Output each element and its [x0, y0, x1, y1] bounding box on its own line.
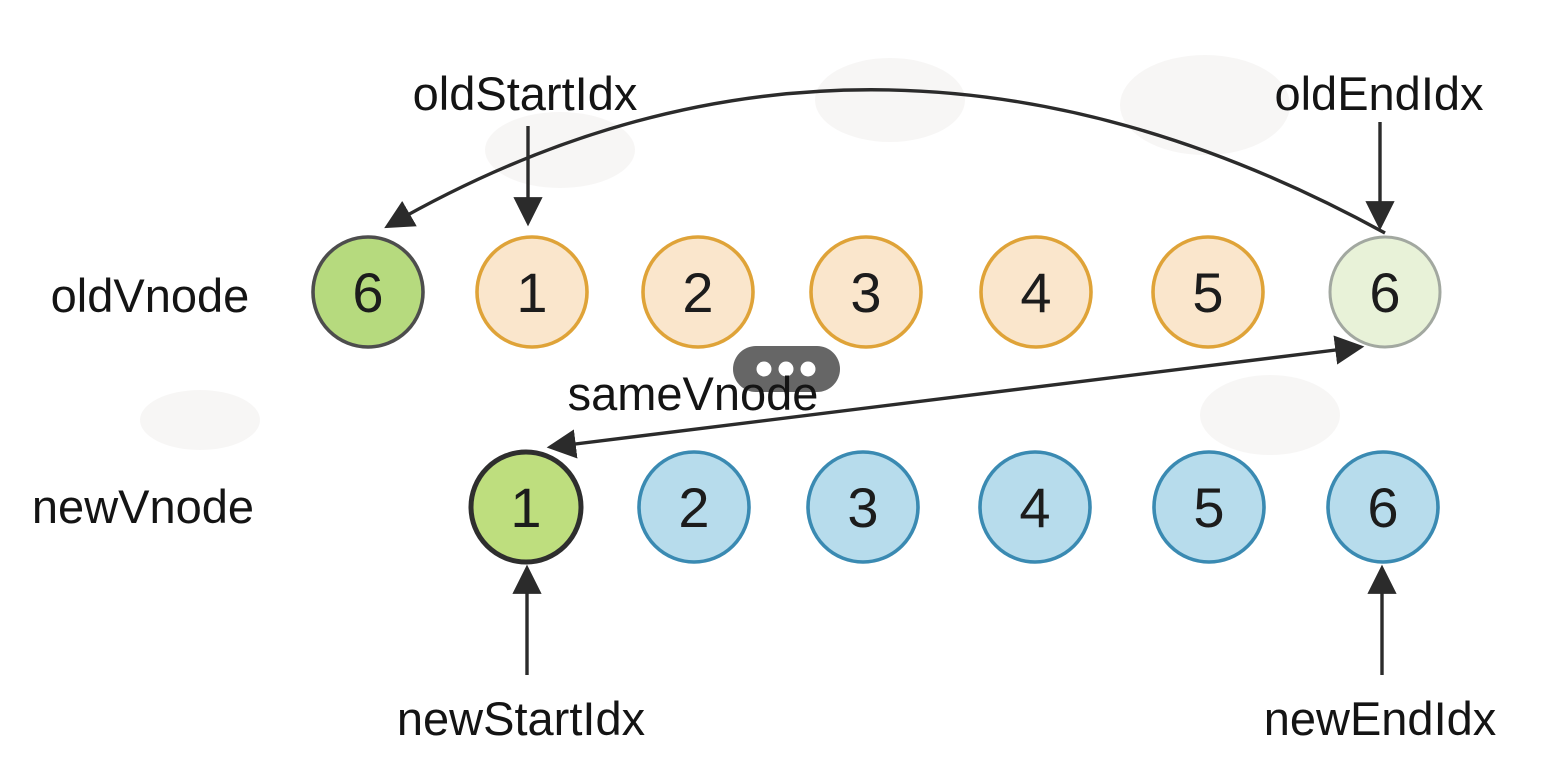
new-vnode-row: 1 2 3 4 5 6	[468, 449, 1440, 565]
same-vnode-match-arrow	[546, 335, 1365, 459]
old-node-circle	[475, 235, 589, 349]
old-node: 5	[1151, 235, 1265, 349]
new-end-idx-label: newEndIdx	[1264, 692, 1497, 745]
move-to-front-arc-arrow	[384, 88, 1386, 235]
new-node-value: 3	[847, 476, 878, 539]
old-end-circle	[1328, 235, 1442, 349]
old-end-idx-label: oldEndIdx	[1274, 67, 1483, 120]
new-node-start: 1	[468, 449, 584, 565]
old-node-value: 5	[1192, 261, 1223, 324]
old-node-value: 3	[850, 261, 881, 324]
new-node-value: 6	[1367, 476, 1398, 539]
old-start-idx-label: oldStartIdx	[413, 67, 638, 120]
old-node: 2	[641, 235, 755, 349]
watermark-smudge	[1120, 55, 1290, 155]
same-vnode-label: sameVnode	[568, 367, 819, 420]
old-node: 1	[475, 235, 589, 349]
new-node: 3	[806, 450, 920, 564]
old-node-value: 2	[682, 261, 713, 324]
watermark-smudge	[1200, 375, 1340, 455]
new-node-circle	[1326, 450, 1440, 564]
old-node-start: 6	[311, 235, 425, 349]
watermark-smudge	[815, 58, 965, 142]
old-node-value: 6	[1369, 261, 1400, 324]
new-node: 5	[1152, 450, 1266, 564]
old-node-value: 6	[352, 261, 383, 324]
new-node-value: 4	[1019, 476, 1050, 539]
old-node: 3	[809, 235, 923, 349]
old-node-value: 1	[516, 261, 547, 324]
new-node-value: 2	[678, 476, 709, 539]
new-node-value: 1	[510, 476, 541, 539]
old-node: 4	[979, 235, 1093, 349]
watermark-smudge	[485, 112, 635, 188]
new-node: 6	[1326, 450, 1440, 564]
old-vnode-row-label: oldVnode	[51, 269, 250, 322]
new-node-value: 5	[1193, 476, 1224, 539]
watermark-smudge	[140, 390, 260, 450]
new-vnode-row-label: newVnode	[32, 480, 254, 533]
old-vnode-row: 6 1 2 3 4 5 6	[311, 235, 1442, 349]
new-start-circle	[468, 449, 584, 565]
old-node-value: 4	[1020, 261, 1051, 324]
old-start-circle	[311, 235, 425, 349]
new-start-idx-label: newStartIdx	[397, 692, 645, 745]
new-node: 4	[978, 450, 1092, 564]
old-node-end: 6	[1328, 235, 1442, 349]
new-node: 2	[637, 450, 751, 564]
